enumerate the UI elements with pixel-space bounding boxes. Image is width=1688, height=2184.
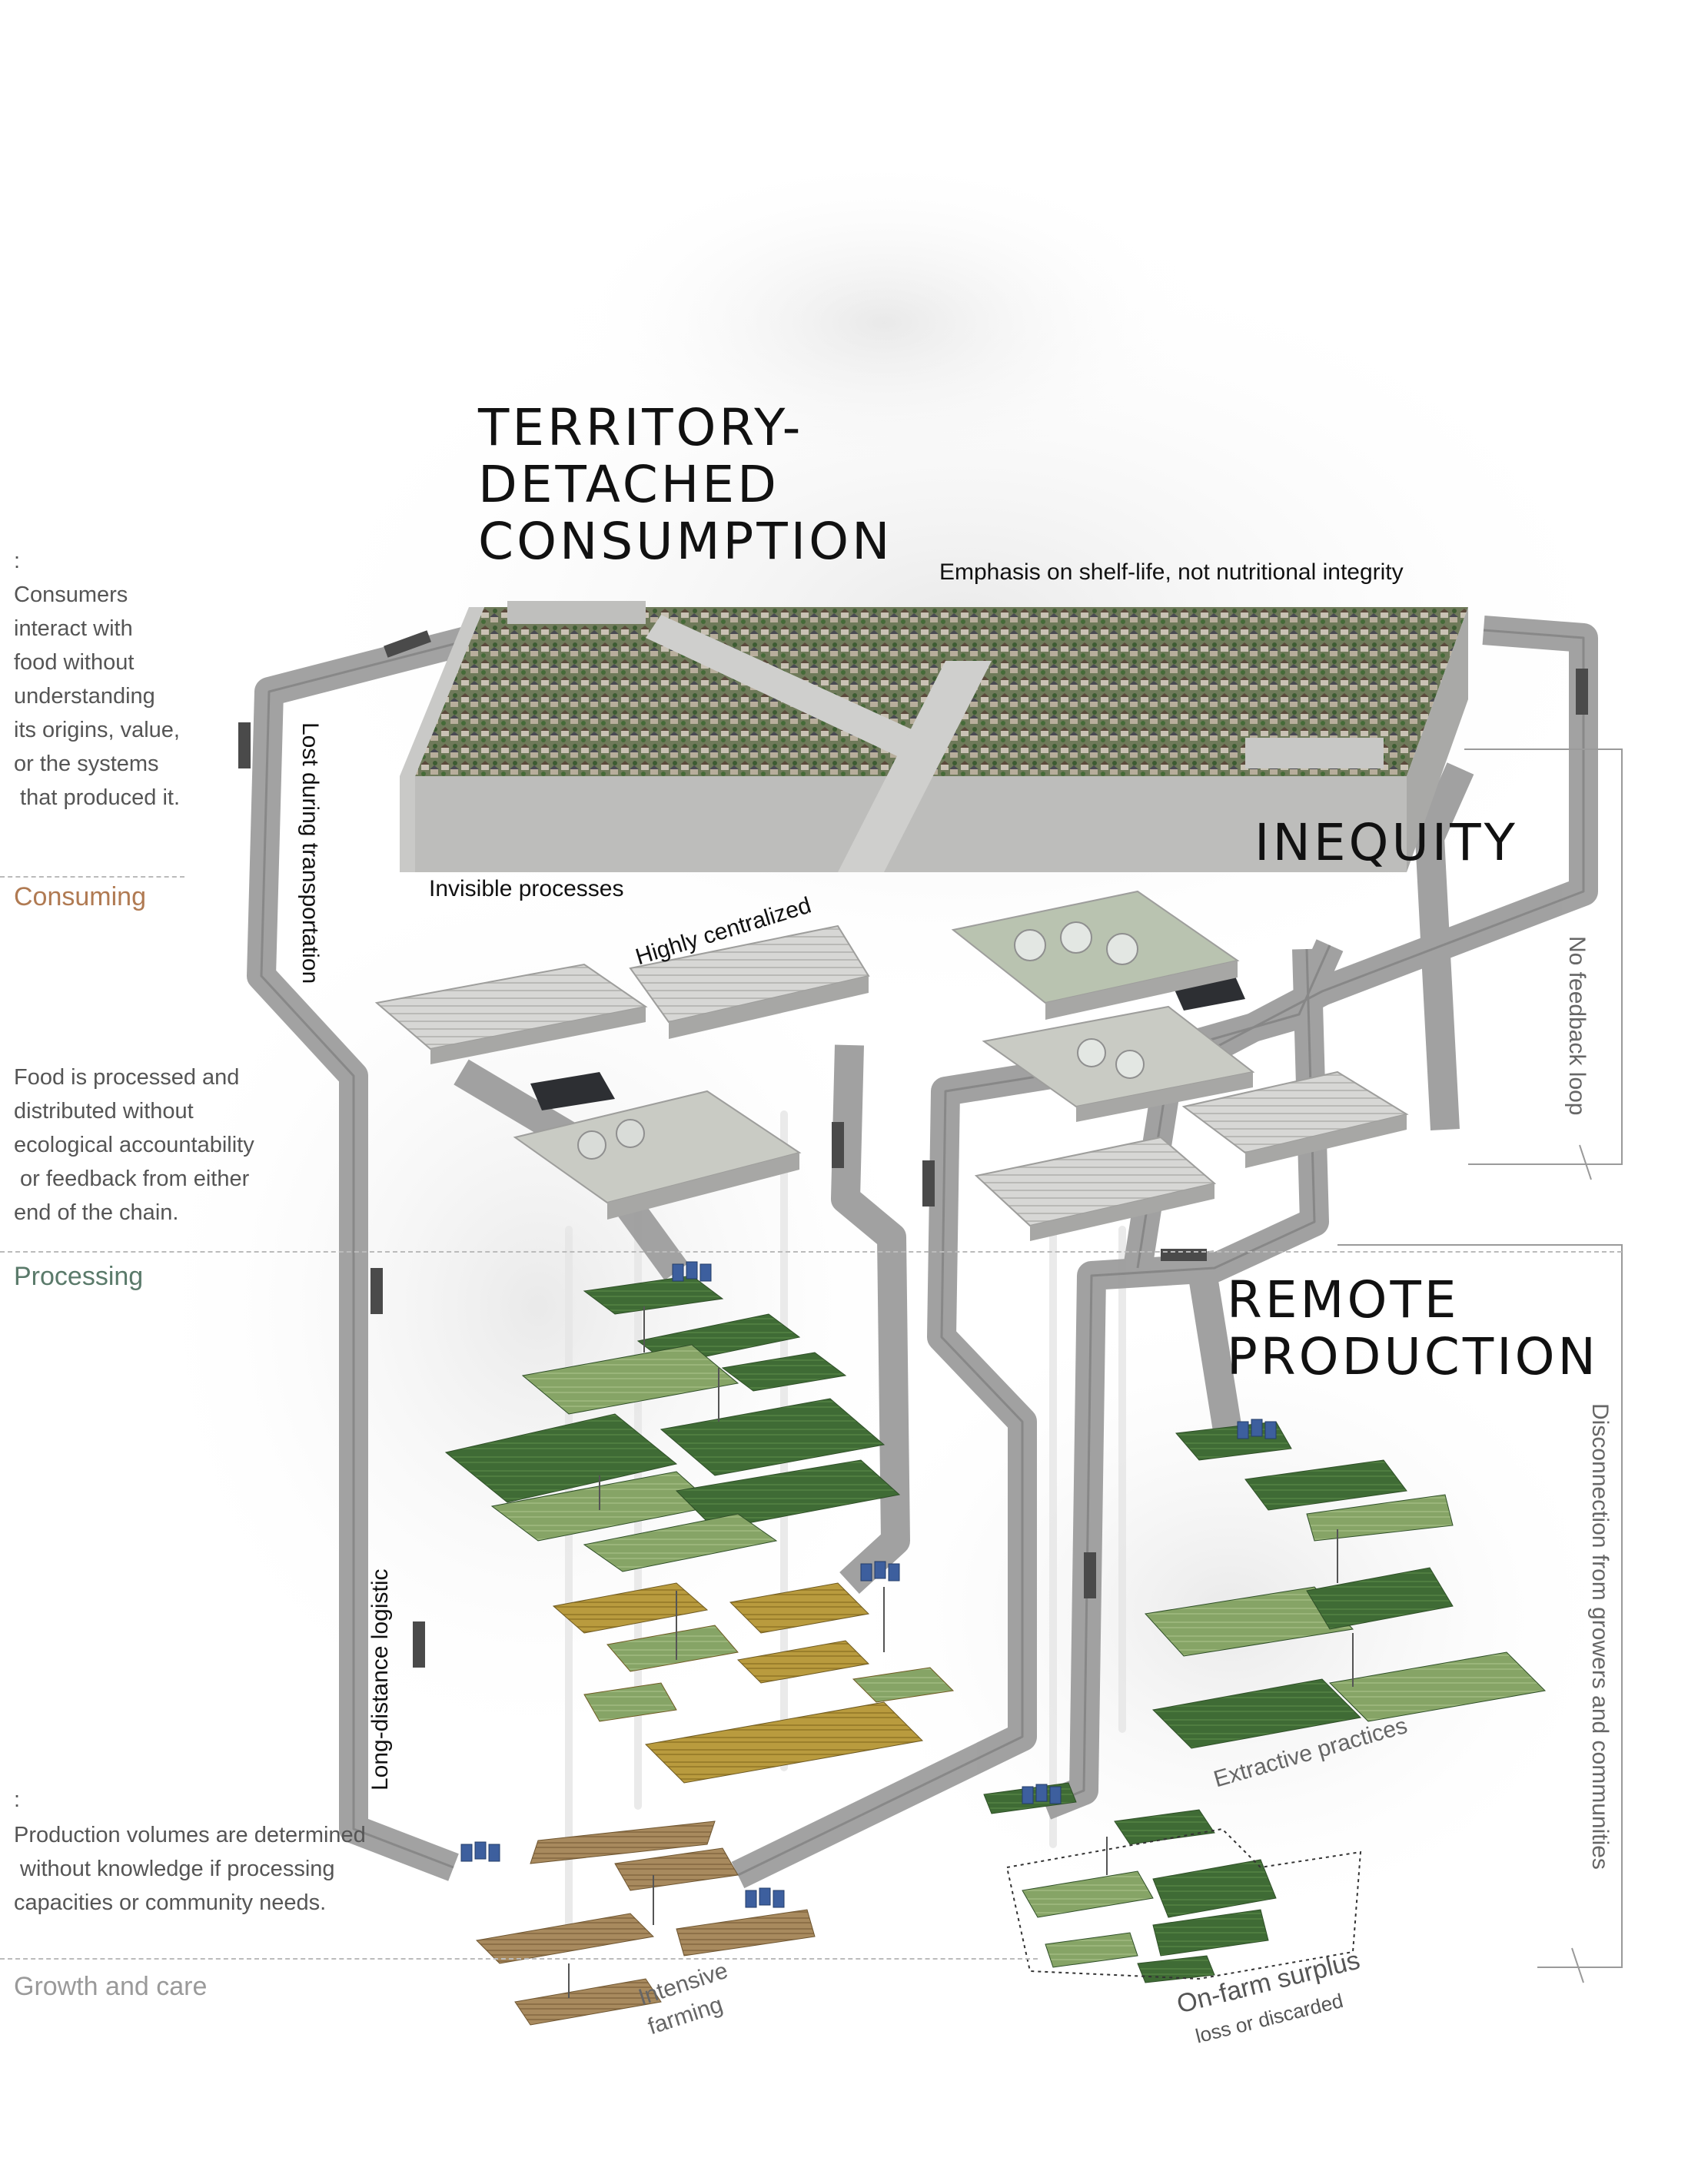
title-remote-production: REMOTE PRODUCTION [1227, 1272, 1599, 1386]
text-line: distributed without [14, 1094, 291, 1128]
title-line: PRODUCTION [1227, 1329, 1599, 1386]
silo-group-6 [746, 1888, 784, 1907]
growth-divider [0, 1958, 1038, 1960]
text-line: Food is processed and [14, 1060, 291, 1094]
text-line: that produced it. [14, 781, 198, 815]
text-line: interact with [14, 612, 198, 646]
consuming-description: Consumers interact with food without und… [14, 578, 198, 815]
title-line: DETACHED [478, 456, 892, 513]
text-line: understanding [14, 679, 198, 713]
text-line: Consumers [14, 578, 198, 612]
truck-icon [370, 1268, 383, 1314]
truck-icon [238, 722, 251, 768]
title-line: CONSUMPTION [478, 513, 892, 570]
title-inequity: INEQUITY [1254, 815, 1518, 871]
silo-group-4 [1022, 1784, 1061, 1804]
annotation-lost-during-transportation: Lost during transportation [297, 722, 323, 984]
consuming-divider [0, 876, 184, 878]
text-line: end of the chain. [14, 1196, 291, 1230]
annotation-invisible-processes: Invisible processes [429, 876, 623, 902]
processing-description: Food is processed and distributed withou… [14, 1060, 291, 1230]
consuming-marker: : [14, 544, 20, 578]
title-territory-detached-consumption: TERRITORY- DETACHED CONSUMPTION [478, 400, 892, 570]
annotation-shelf-life: Emphasis on shelf-life, not nutritional … [939, 559, 1404, 586]
silo-group-1 [673, 1262, 711, 1281]
truck-icon [413, 1621, 425, 1668]
text-line: its origins, value, [14, 713, 198, 747]
stage-label-processing: Processing [14, 1262, 143, 1292]
text-line: without knowledge if processing [14, 1852, 398, 1886]
text-line: or the systems [14, 747, 198, 781]
growth-marker: : [14, 1783, 20, 1817]
truck-icon [832, 1122, 844, 1168]
text-line: capacities or community needs. [14, 1886, 398, 1920]
text-line: food without [14, 646, 198, 679]
title-line: TERRITORY- [478, 400, 892, 456]
annotation-no-feedback-loop: No feedback loop [1563, 936, 1590, 1116]
truck-icon [1084, 1552, 1096, 1598]
silo-group-3 [1238, 1419, 1276, 1439]
annotation-disconnection: Disconnection from growers and communiti… [1587, 1403, 1613, 1870]
annotation-long-distance-logistic: Long-distance logistic [367, 1568, 394, 1791]
stage-label-growth-and-care: Growth and care [14, 1972, 207, 2002]
processing-divider [0, 1251, 1622, 1253]
silo-group-5 [461, 1842, 500, 1861]
growth-description: Production volumes are determined withou… [14, 1818, 398, 1920]
text-line: or feedback from either [14, 1162, 291, 1196]
text-line: Production volumes are determined [14, 1818, 398, 1852]
stage-label-consuming: Consuming [14, 882, 146, 912]
text-line: ecological accountability [14, 1128, 291, 1162]
facility-south-east [976, 1137, 1214, 1241]
silo-group-2 [861, 1562, 899, 1581]
truck-icon [922, 1160, 935, 1207]
title-line: REMOTE [1227, 1272, 1599, 1329]
truck-icon [1576, 669, 1588, 715]
